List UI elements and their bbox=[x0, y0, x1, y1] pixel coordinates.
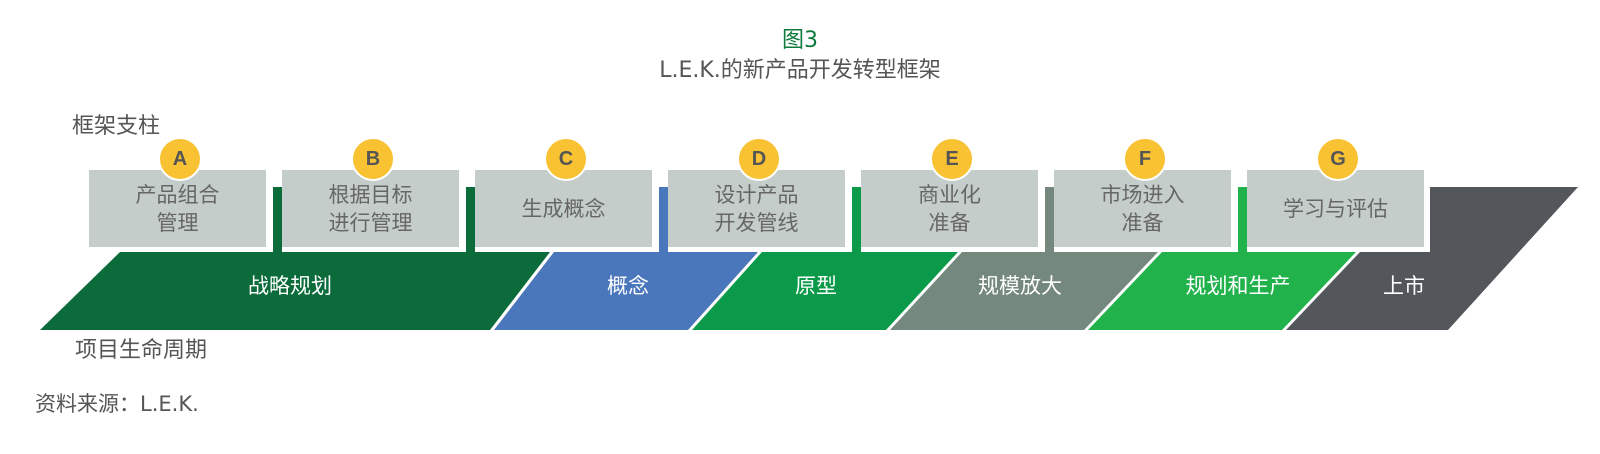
pillar-gap-ab bbox=[273, 187, 282, 252]
pillar-pipeline-design: 设计产品 开发管线 bbox=[668, 170, 845, 247]
pillar-portfolio-management: 产品组合 管理 bbox=[89, 170, 266, 247]
phase-band-planning bbox=[1088, 252, 1356, 330]
pillar-commercialization-prep: 商业化 准备 bbox=[861, 170, 1038, 247]
pillar-badge-b: B bbox=[351, 137, 395, 181]
pillar-gap-ef bbox=[1045, 187, 1054, 252]
phase-label-concept: 概念 bbox=[607, 274, 649, 298]
phase-label-scale-up: 规模放大 bbox=[978, 274, 1062, 298]
pillar-learn-evaluate: 学习与评估 bbox=[1247, 170, 1424, 247]
phase-label-launch: 上市 bbox=[1383, 274, 1425, 298]
pillar-badge-e: E bbox=[930, 137, 974, 181]
source-note: 资料来源：L.E.K. bbox=[35, 392, 199, 416]
phase-band-scale bbox=[890, 252, 1158, 330]
pillar-badge-c: C bbox=[544, 137, 588, 181]
phase-band-concept bbox=[494, 252, 758, 330]
pillar-gap-de bbox=[852, 187, 861, 252]
pillar-gap-bc bbox=[466, 187, 475, 252]
figure-title: L.E.K.的新产品开发转型框架 bbox=[659, 58, 941, 83]
phase-band-launch bbox=[1286, 187, 1578, 330]
phase-label-prototype: 原型 bbox=[795, 274, 837, 298]
pillar-badge-d: D bbox=[737, 137, 781, 181]
phase-label-planning-production: 规划和生产 bbox=[1185, 274, 1291, 298]
pillar-badge-a: A bbox=[158, 137, 202, 181]
pillar-badge-g: G bbox=[1316, 137, 1360, 181]
pillar-concept-generation: 生成概念 bbox=[475, 170, 652, 247]
lifecycle-label: 项目生命周期 bbox=[75, 338, 208, 363]
phase-label-strategy: 战略规划 bbox=[248, 274, 332, 298]
pillar-badge-f: F bbox=[1123, 137, 1167, 181]
phase-band-prototype bbox=[692, 252, 958, 330]
pillar-gap-cd bbox=[659, 187, 668, 252]
pillars-label: 框架支柱 bbox=[72, 114, 161, 139]
pillar-gap-fg bbox=[1238, 187, 1247, 252]
phase-band-strategy bbox=[40, 252, 550, 330]
pillar-manage-by-objectives: 根据目标 进行管理 bbox=[282, 170, 459, 247]
figure-label: 图3 bbox=[782, 28, 818, 53]
pillar-market-entry-prep: 市场进入 准备 bbox=[1054, 170, 1231, 247]
